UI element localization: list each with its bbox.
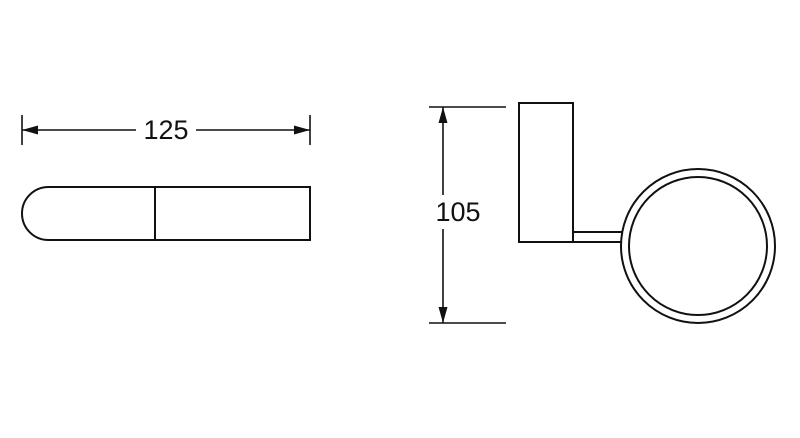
height-dimension-label: 105 bbox=[435, 197, 480, 227]
ring-inner-circle bbox=[628, 176, 768, 316]
holder-top-view-outline bbox=[20, 185, 311, 242]
width-dimension: 125 bbox=[21, 115, 311, 145]
holder-ring bbox=[620, 168, 776, 324]
right-arrow-icon bbox=[294, 125, 310, 135]
side-view-drawing: 105 bbox=[429, 102, 776, 324]
left-arrow-icon bbox=[22, 125, 38, 135]
support-arm bbox=[573, 231, 623, 243]
down-arrow-icon bbox=[438, 307, 448, 323]
height-dimension: 105 bbox=[429, 106, 506, 324]
width-dimension-label: 125 bbox=[143, 115, 188, 145]
holder-body-outline bbox=[20, 185, 311, 242]
wall-plate-outline bbox=[518, 102, 574, 243]
top-view-drawing: 125 bbox=[20, 115, 311, 242]
up-arrow-icon bbox=[438, 107, 448, 123]
ring-outer-circle bbox=[620, 168, 776, 324]
